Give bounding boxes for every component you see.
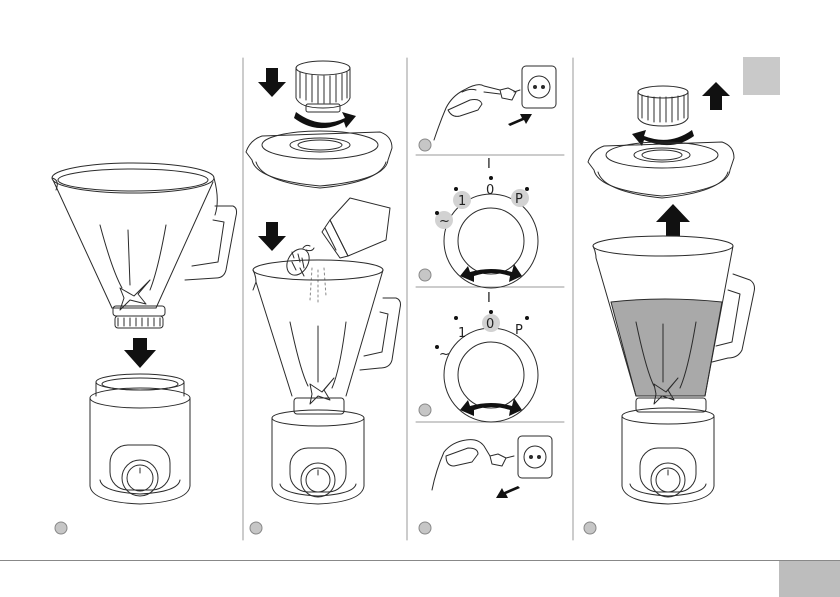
dial-label-one: 1 — [458, 194, 466, 209]
dial-label-one: 1 — [458, 326, 466, 341]
step-badge — [250, 522, 262, 534]
arrow-up-icon — [702, 82, 730, 110]
dial-label-pulse: P — [515, 192, 523, 207]
arrow-right-icon — [508, 114, 532, 126]
rotate-arrow-icon — [294, 112, 356, 128]
arrow-up-icon — [656, 204, 690, 236]
blender-jug-with-liquid — [593, 236, 755, 412]
step-badge — [419, 269, 431, 281]
blender-base — [90, 374, 190, 504]
dial-label-zero: 0 — [486, 183, 494, 198]
page-number-tab — [779, 561, 840, 597]
step-badge — [419, 522, 431, 534]
step-badge — [55, 522, 67, 534]
blender-base — [622, 408, 714, 504]
panel-2-fill-and-cap — [246, 61, 401, 534]
dial-label-variable: ~ — [439, 347, 450, 362]
dial-label-pulse: P — [515, 323, 523, 338]
step-badge — [584, 522, 596, 534]
language-tab — [743, 57, 780, 95]
jug-lid — [246, 131, 392, 188]
jug-lid — [588, 142, 734, 198]
arrow-down-icon — [258, 222, 286, 251]
panel-dividers — [243, 58, 573, 540]
arrow-down-icon — [124, 338, 156, 368]
strawberry-icon — [282, 245, 314, 279]
dial-indicator-label: I — [487, 291, 491, 306]
step-badge — [419, 139, 431, 151]
plug-in-illustration — [434, 66, 556, 140]
blender-base — [272, 410, 364, 504]
footer-rule — [0, 560, 840, 561]
panel-4-remove-lid — [584, 82, 755, 534]
ingredient-box — [322, 198, 390, 258]
step-badge — [419, 404, 431, 416]
arrow-down-icon — [258, 68, 286, 97]
arrow-left-icon — [496, 486, 520, 498]
unplug-illustration — [432, 436, 552, 490]
blender-jug — [52, 163, 237, 328]
dial-indicator-label: I — [487, 157, 491, 172]
dial-label-variable: ~ — [439, 214, 450, 229]
measuring-cap — [296, 61, 350, 112]
measuring-cap — [638, 86, 688, 126]
panel-1-attach-jug — [52, 163, 237, 534]
dial-label-zero: 0 — [486, 317, 494, 332]
blender-jug — [253, 260, 401, 414]
